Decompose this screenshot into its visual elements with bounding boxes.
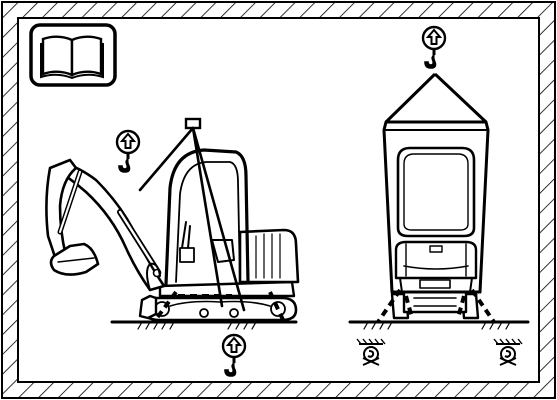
open-book-icon — [29, 23, 117, 87]
excavator-front-view — [348, 120, 530, 330]
tie-down-straps-side — [152, 290, 286, 324]
ground-hatching-right — [363, 321, 511, 330]
tie-down-straps-front — [376, 288, 496, 324]
excavator-side-view — [45, 148, 300, 330]
lifting-sling-front — [384, 72, 488, 124]
ground-hatching-left — [137, 321, 257, 330]
lifting-sling-side — [138, 117, 246, 312]
